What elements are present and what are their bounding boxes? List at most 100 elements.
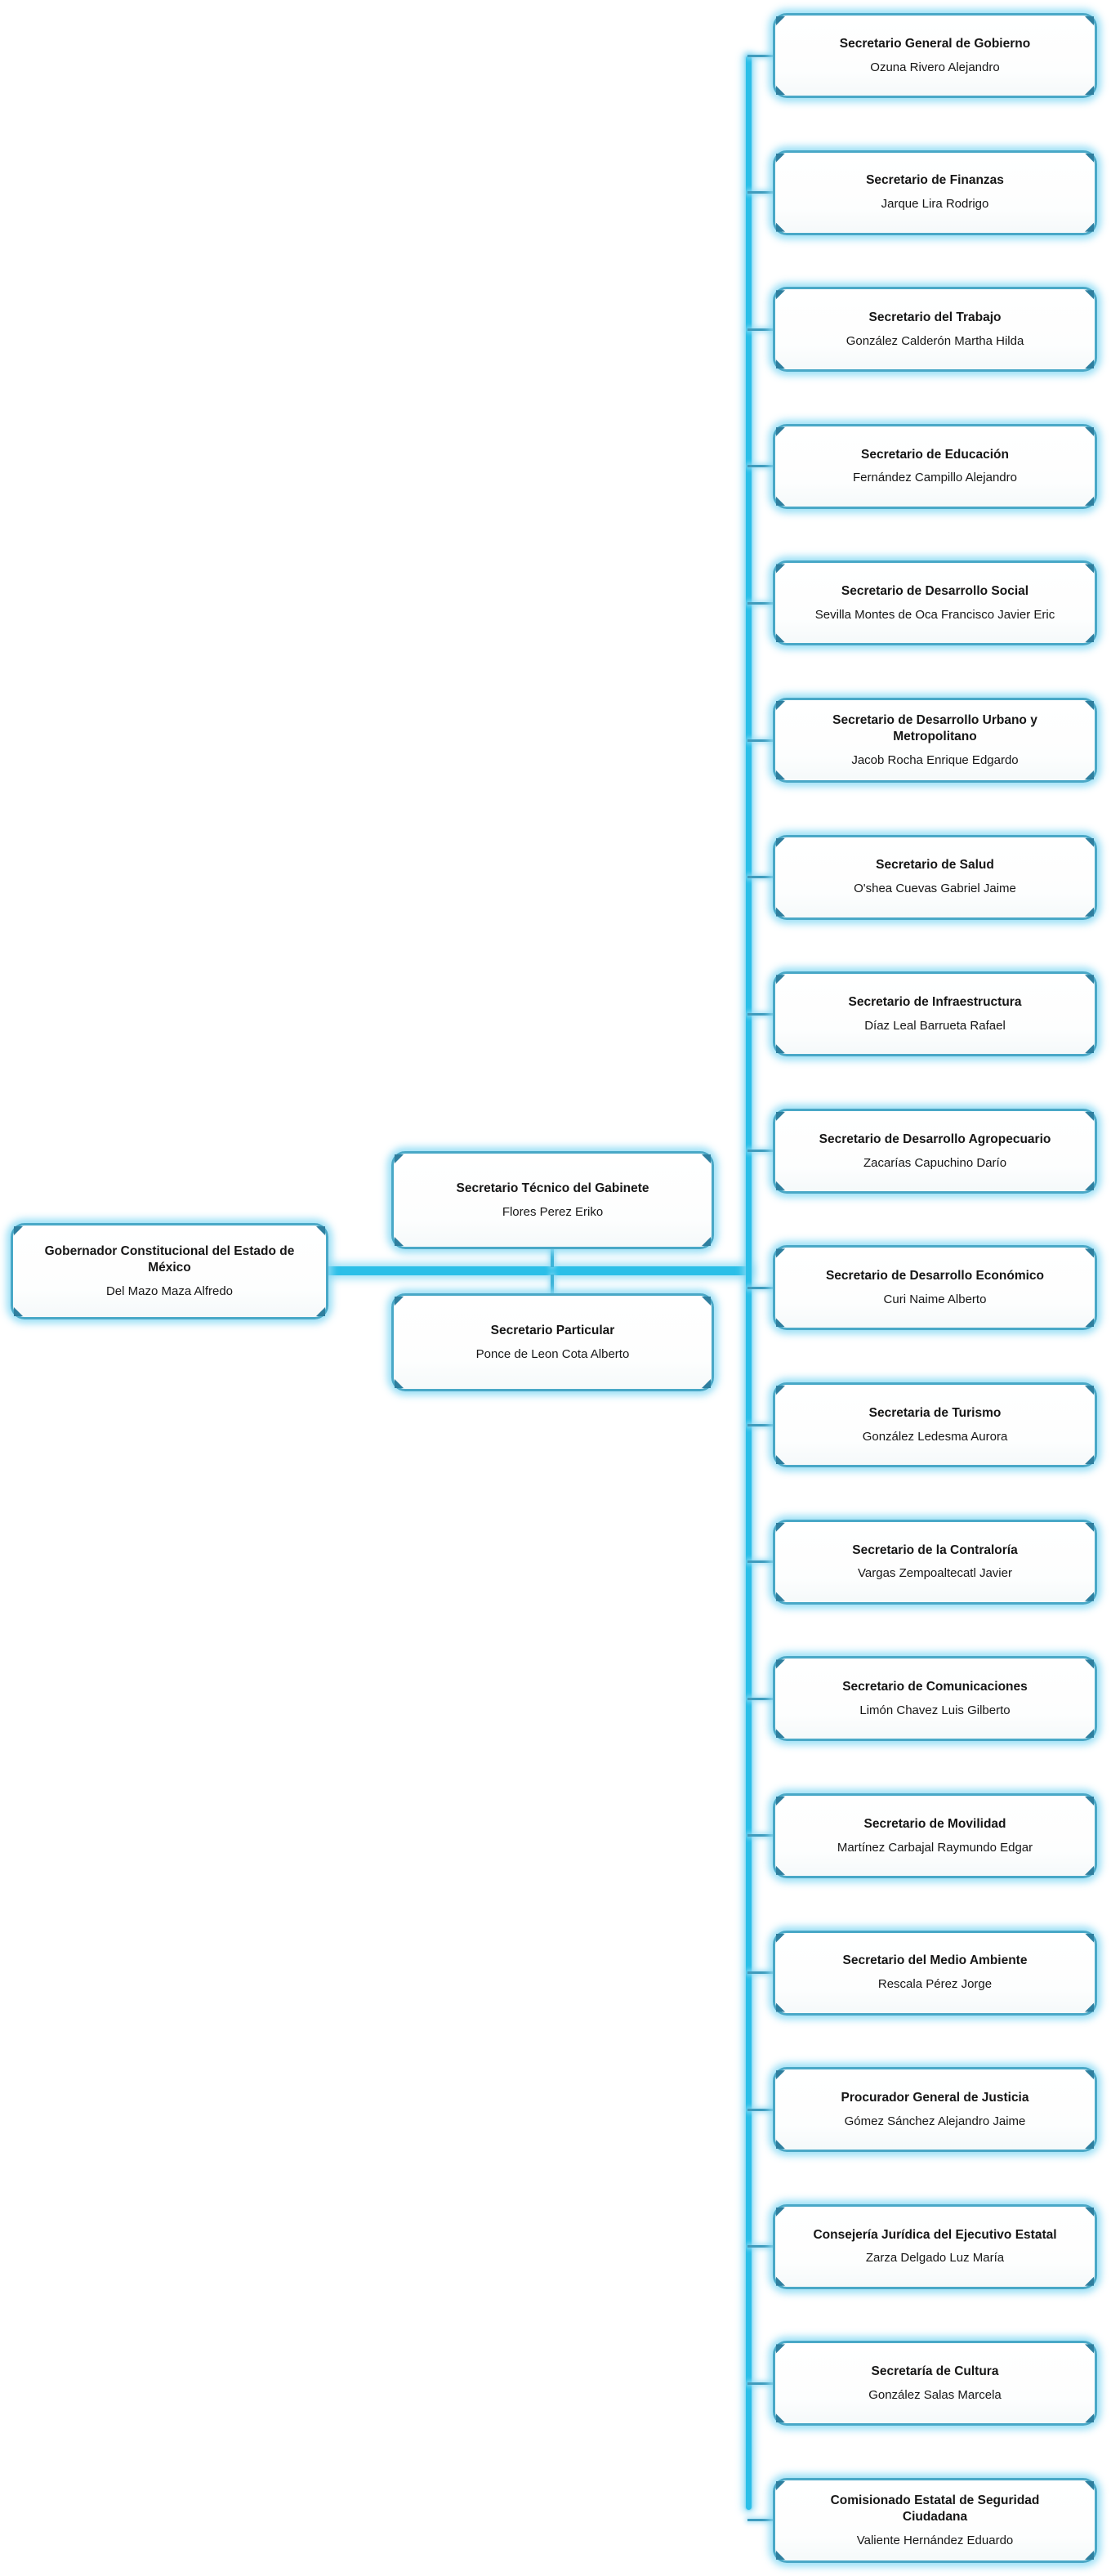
node-title: Procurador General de Justicia xyxy=(841,2090,1029,2105)
node-secretary: Secretario del Medio Ambiente Rescala Pé… xyxy=(773,1930,1097,2016)
corner-accent xyxy=(776,2480,785,2490)
connector-branch xyxy=(747,1150,774,1153)
corner-accent xyxy=(1085,426,1094,436)
secretary-row: Secretario de Desarrollo Urbano y Metrop… xyxy=(747,698,1097,784)
secretary-row: Procurador General de Justicia Gómez Sán… xyxy=(747,2067,1097,2153)
corner-accent xyxy=(776,426,785,436)
corner-accent xyxy=(776,2070,785,2080)
corner-accent xyxy=(1085,1592,1094,1601)
corner-accent xyxy=(14,1307,23,1316)
corner-accent xyxy=(14,1226,23,1235)
node-person: Limón Chavez Luis Gilberto xyxy=(859,1703,1011,1717)
corner-accent xyxy=(776,16,785,25)
corner-accent xyxy=(776,1386,785,1395)
connector-branch xyxy=(747,876,774,879)
corner-accent xyxy=(776,290,785,300)
corner-accent xyxy=(776,975,785,984)
connector-trunk xyxy=(746,56,752,2510)
corner-accent xyxy=(776,1111,785,1121)
connector-branch xyxy=(747,1560,774,1564)
corner-accent xyxy=(776,2002,785,2012)
node-person: Del Mazo Maza Alfredo xyxy=(105,1284,234,1298)
node-person: González Salas Marcela xyxy=(868,2388,1002,2403)
corner-accent xyxy=(776,1181,785,1190)
node-person: Curi Naime Alberto xyxy=(883,1292,987,1307)
node-staff-gabinete: Secretario Técnico del Gabinete Flores P… xyxy=(391,1151,714,1249)
corner-accent xyxy=(1085,359,1094,369)
connector-branch xyxy=(747,1834,774,1837)
corner-accent xyxy=(776,2413,785,2423)
corner-accent xyxy=(1085,564,1094,574)
connector-branch xyxy=(747,2108,774,2111)
node-title: Secretario Particular xyxy=(490,1323,615,1337)
node-secretary: Secretario de Desarrollo Urbano y Metrop… xyxy=(773,698,1097,784)
secretary-row: Secretario de Comunicaciones Limón Chave… xyxy=(747,1656,1097,1742)
node-title: Gobernador Constitucional del Estado de … xyxy=(44,1243,295,1275)
corner-accent xyxy=(1085,2480,1094,2490)
corner-accent xyxy=(1085,1933,1094,1943)
node-title: Secretario de Desarrollo Agropecuario xyxy=(819,1132,1051,1146)
node-person: Rescala Pérez Jorge xyxy=(877,1977,993,1992)
corner-accent xyxy=(1085,2207,1094,2217)
connector-branch xyxy=(747,1971,774,1975)
corner-accent xyxy=(776,496,785,506)
connector-governor-to-trunk xyxy=(326,1266,751,1275)
node-title: Secretario de Salud xyxy=(876,858,994,873)
corner-accent xyxy=(1085,1455,1094,1465)
corner-accent xyxy=(776,701,785,711)
corner-accent xyxy=(1085,1659,1094,1669)
corner-accent xyxy=(1085,86,1094,95)
node-title: Secretario de Finanzas xyxy=(866,173,1004,188)
corner-accent xyxy=(776,770,785,780)
node-title: Secretaría de Cultura xyxy=(871,2364,999,2379)
corner-accent xyxy=(776,2276,785,2286)
corner-accent xyxy=(776,1044,785,1054)
corner-accent xyxy=(1085,1522,1094,1532)
node-person: Flores Perez Eriko xyxy=(502,1204,604,1219)
corner-accent xyxy=(1085,770,1094,780)
secretary-row: Secretaría de Cultura González Salas Mar… xyxy=(747,2341,1097,2426)
corner-accent xyxy=(776,359,785,369)
node-person: Ozuna Rivero Alejandro xyxy=(870,60,1000,74)
secretary-row: Secretario de Finanzas Jarque Lira Rodri… xyxy=(747,150,1097,235)
node-governor: Gobernador Constitucional del Estado de … xyxy=(11,1223,328,1319)
corner-accent xyxy=(395,1297,404,1306)
corner-accent xyxy=(776,1592,785,1601)
node-title: Secretario de la Contraloría xyxy=(852,1542,1018,1557)
connector-branch xyxy=(747,1012,774,1016)
corner-accent xyxy=(776,2140,785,2150)
secretary-row: Secretario del Medio Ambiente Rescala Pé… xyxy=(747,1930,1097,2016)
corner-accent xyxy=(1085,222,1094,232)
connector-staff-gabinete-stub xyxy=(551,1248,554,1267)
corner-accent xyxy=(1085,153,1094,163)
secretary-row: Secretaria de Turismo González Ledesma A… xyxy=(747,1382,1097,1468)
node-person: Ponce de Leon Cota Alberto xyxy=(475,1346,630,1361)
node-title: Consejería Jurídica del Ejecutivo Estata… xyxy=(813,2227,1057,2242)
secretary-row: Secretario de la Contraloría Vargas Zemp… xyxy=(747,1519,1097,1605)
node-person: Gómez Sánchez Alejandro Jaime xyxy=(844,2114,1026,2128)
corner-accent xyxy=(776,1455,785,1465)
connector-branch xyxy=(747,328,774,331)
secretary-row: Secretario del Trabajo González Calderón… xyxy=(747,287,1097,373)
corner-accent xyxy=(776,907,785,917)
corner-accent xyxy=(1085,2140,1094,2150)
corner-accent xyxy=(776,1248,785,1258)
node-title: Secretario de Infraestructura xyxy=(848,995,1022,1010)
corner-accent xyxy=(1085,1044,1094,1054)
corner-accent xyxy=(1085,1386,1094,1395)
node-secretary: Procurador General de Justicia Gómez Sán… xyxy=(773,2067,1097,2153)
node-person: Díaz Leal Barrueta Rafael xyxy=(864,1018,1006,1033)
corner-accent xyxy=(1085,701,1094,711)
corner-accent xyxy=(1085,2344,1094,2354)
connector-branch xyxy=(747,1697,774,1700)
corner-accent xyxy=(316,1307,325,1316)
corner-accent xyxy=(776,1522,785,1532)
node-secretary: Secretario de Movilidad Martínez Carbaja… xyxy=(773,1792,1097,1878)
connector-branch xyxy=(747,54,774,57)
corner-accent xyxy=(776,153,785,163)
node-title: Secretario de Desarrollo Social xyxy=(841,584,1029,599)
secretary-row: Secretario de Desarrollo Económico Curi … xyxy=(747,1245,1097,1331)
connector-branch xyxy=(747,601,774,605)
secretaries-list: Secretario General de Gobierno Ozuna Riv… xyxy=(747,13,1097,2563)
